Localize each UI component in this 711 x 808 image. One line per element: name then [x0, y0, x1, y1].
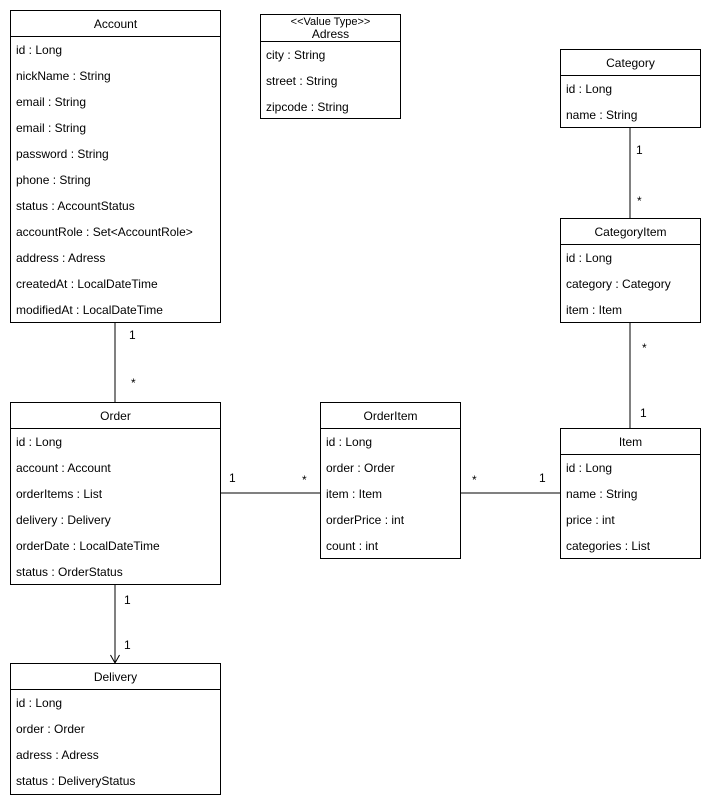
attribute: name : String	[566, 108, 638, 122]
multiplicity-label: 1	[539, 471, 546, 485]
attribute: id : Long	[566, 461, 613, 475]
class-account[interactable]: Account id : Long nickName : String emai…	[10, 10, 221, 323]
class-categoryitem[interactable]: CategoryItem id : Long category : Catego…	[560, 218, 701, 323]
multiplicity-label: 1	[640, 406, 647, 420]
attribute: delivery : Delivery	[16, 513, 111, 527]
stereotype-label: <<Value Type>>	[290, 16, 371, 28]
class-name: Account	[93, 16, 138, 31]
multiplicity-label: *	[472, 473, 477, 487]
attribute: modifiedAt : LocalDateTime	[16, 303, 163, 317]
class-category-attributes: id : Long name : String	[561, 76, 700, 128]
class-adress[interactable]: <<Value Type>> Adress city : String stre…	[260, 14, 401, 119]
multiplicity-label: 1	[229, 471, 236, 485]
attribute: accountRole : Set<AccountRole>	[16, 225, 193, 239]
class-categoryitem-header: CategoryItem	[561, 219, 700, 245]
class-account-header: Account	[11, 11, 220, 37]
attribute: id : Long	[566, 251, 613, 265]
attribute: street : String	[266, 74, 338, 88]
attribute: name : String	[566, 487, 638, 501]
class-item-header: Item	[561, 429, 700, 455]
class-order[interactable]: Order id : Long account : Account orderI…	[10, 402, 221, 585]
class-name: Item	[618, 434, 643, 449]
attribute: id : Long	[566, 82, 613, 96]
attribute: createdAt : LocalDateTime	[16, 277, 158, 291]
class-categoryitem-attributes: id : Long category : Category item : Ite…	[561, 245, 700, 323]
class-category[interactable]: Category id : Long name : String	[560, 49, 701, 128]
class-adress-header: <<Value Type>> Adress	[261, 15, 400, 42]
attribute: adress : Adress	[16, 748, 99, 762]
attribute: item : Item	[326, 487, 383, 501]
multiplicity-label: 1	[124, 638, 131, 652]
attribute: id : Long	[16, 696, 63, 710]
attribute: id : Long	[326, 435, 373, 449]
attribute: address : Adress	[16, 251, 106, 265]
attribute: phone : String	[16, 173, 91, 187]
attribute: status : DeliveryStatus	[16, 774, 136, 788]
class-name: Delivery	[93, 669, 138, 684]
multiplicity-label: 1	[636, 143, 643, 157]
attribute: email : String	[16, 121, 87, 135]
attribute: price : int	[566, 513, 615, 527]
class-delivery[interactable]: Delivery id : Long order : Order adress …	[10, 663, 221, 795]
class-name: Order	[100, 408, 131, 423]
attribute: zipcode : String	[266, 100, 349, 114]
attribute: id : Long	[16, 435, 63, 449]
class-orderitem[interactable]: OrderItem id : Long order : Order item :…	[320, 402, 461, 559]
class-name: Adress	[311, 27, 350, 41]
attribute: nickName : String	[16, 69, 111, 83]
attribute: categories : List	[566, 539, 651, 553]
attribute: account : Account	[16, 461, 111, 475]
multiplicity-label: 1	[129, 328, 136, 342]
class-name: OrderItem	[363, 408, 418, 423]
class-orderitem-attributes: id : Long order : Order item : Item orde…	[321, 429, 460, 559]
attribute: orderItems : List	[16, 487, 103, 501]
attribute: order : Order	[326, 461, 395, 475]
class-delivery-header: Delivery	[11, 664, 220, 690]
class-item[interactable]: Item id : Long name : String price : int…	[560, 428, 701, 559]
class-name: CategoryItem	[594, 224, 667, 239]
attribute: orderPrice : int	[326, 513, 405, 527]
attribute: item : Item	[566, 303, 623, 317]
class-name: Category	[606, 55, 655, 70]
multiplicity-label: *	[637, 194, 642, 208]
attribute: category : Category	[566, 277, 671, 291]
attribute: order : Order	[16, 722, 85, 736]
multiplicity-label: *	[131, 376, 136, 390]
multiplicity-label: *	[642, 341, 647, 355]
class-adress-attributes: city : String street : String zipcode : …	[261, 42, 400, 120]
class-item-attributes: id : Long name : String price : int cate…	[561, 455, 700, 559]
class-account-attributes: id : Long nickName : String email : Stri…	[11, 37, 220, 323]
attribute: status : OrderStatus	[16, 565, 123, 579]
multiplicity-label: *	[302, 473, 307, 487]
attribute: status : AccountStatus	[16, 199, 135, 213]
class-delivery-attributes: id : Long order : Order adress : Adress …	[11, 690, 220, 794]
class-orderitem-header: OrderItem	[321, 403, 460, 429]
attribute: password : String	[16, 147, 109, 161]
class-category-header: Category	[561, 50, 700, 76]
attribute: id : Long	[16, 43, 63, 57]
attribute: city : String	[266, 48, 326, 62]
attribute: orderDate : LocalDateTime	[16, 539, 160, 553]
attribute: count : int	[326, 539, 379, 553]
class-order-attributes: id : Long account : Account orderItems :…	[11, 429, 220, 585]
multiplicity-label: 1	[124, 593, 131, 607]
class-order-header: Order	[11, 403, 220, 429]
attribute: email : String	[16, 95, 87, 109]
